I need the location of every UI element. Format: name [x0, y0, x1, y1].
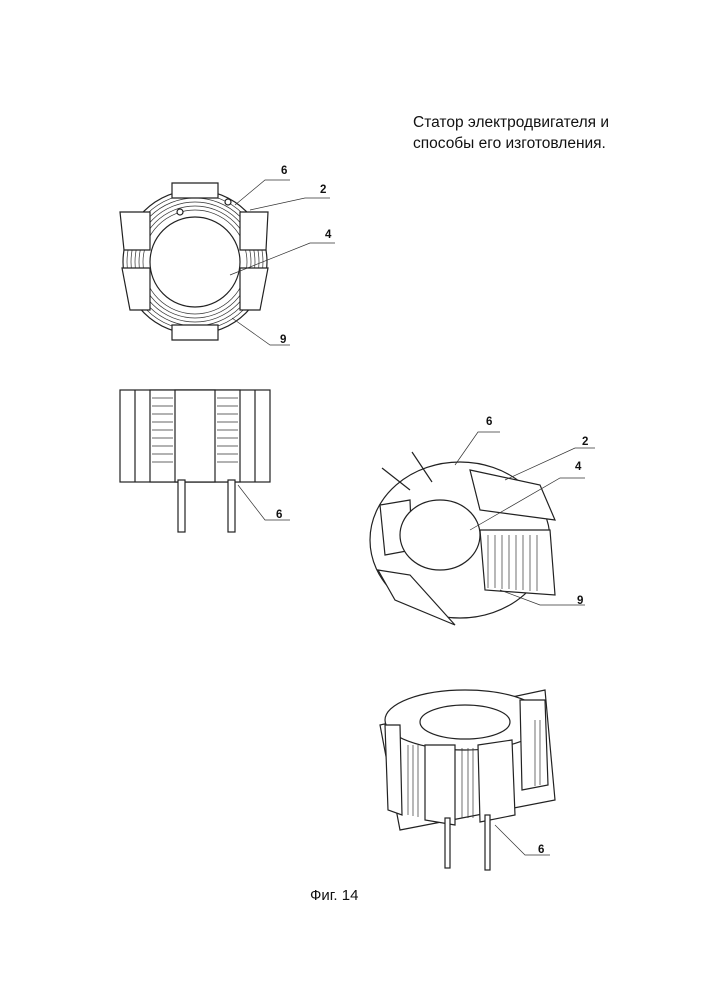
stator-side-view [120, 390, 290, 532]
label-iso-a-6: 6 [486, 416, 492, 428]
label-iso-a-2: 2 [582, 436, 588, 448]
label-top-2: 2 [320, 184, 326, 196]
label-iso-a-4: 4 [575, 461, 581, 473]
stator-iso-view-a [370, 432, 595, 625]
label-iso-a-9: 9 [577, 595, 583, 607]
label-iso-b-6: 6 [538, 844, 544, 856]
figure-caption: Фиг. 14 [310, 887, 358, 904]
stator-top-view [120, 180, 335, 345]
stator-iso-view-b [380, 690, 555, 870]
label-side-6: 6 [276, 509, 282, 521]
label-top-6: 6 [281, 165, 287, 177]
label-top-9: 9 [280, 334, 286, 346]
label-top-4: 4 [325, 229, 331, 241]
